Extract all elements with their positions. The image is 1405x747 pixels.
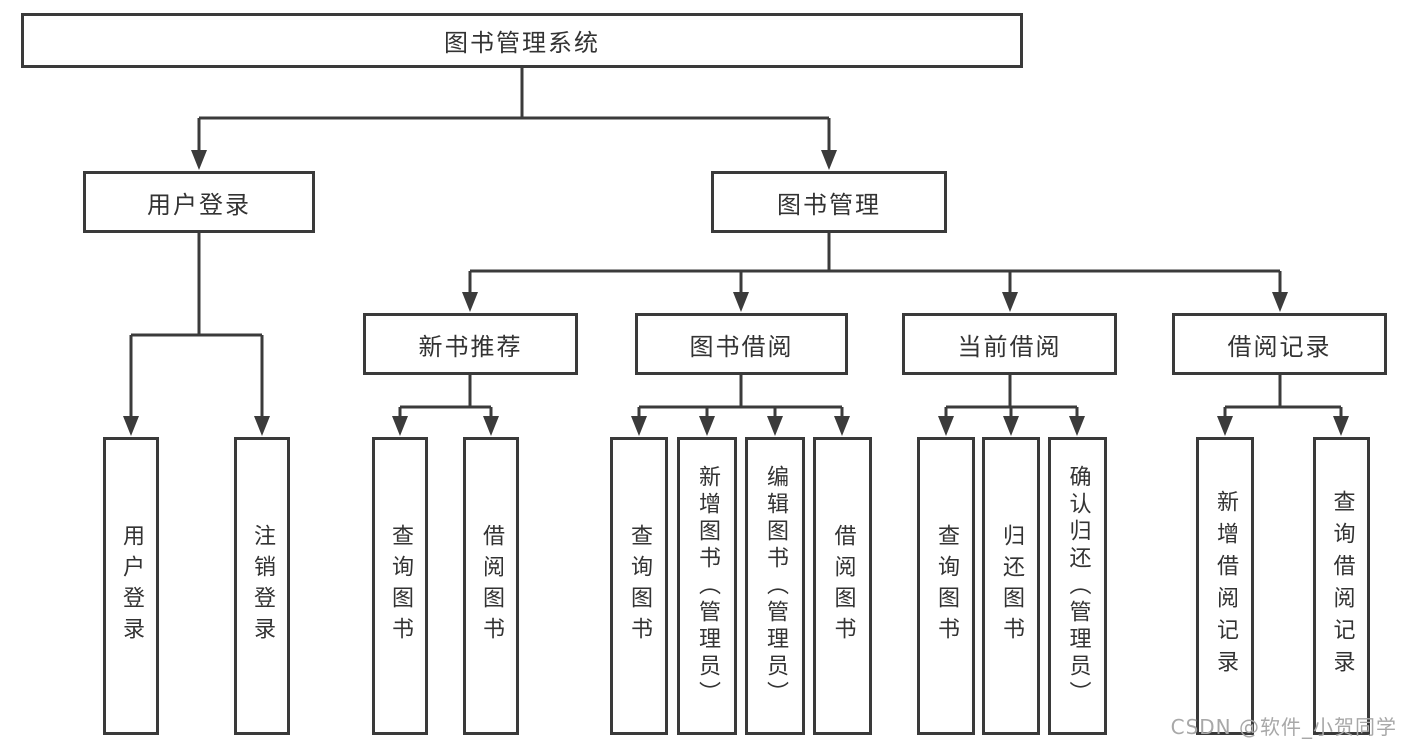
node-borrow-records: 借阅记录	[1172, 313, 1387, 375]
leaf-label: 注销登录	[250, 524, 275, 648]
node-label: 新书推荐	[418, 332, 523, 361]
leaf-borrow-books: 借阅图书	[463, 437, 519, 735]
leaf-query-books: 查询图书	[372, 437, 428, 735]
node-label: 图书管理	[777, 190, 881, 219]
node-label: 用户登录	[147, 190, 251, 219]
leaf-query-books: 查询图书	[610, 437, 668, 735]
leaf-label: 编辑图书（管理员）	[763, 464, 788, 708]
leaf-label: 查询图书	[627, 524, 652, 648]
leaf-label: 借阅图书	[830, 524, 856, 648]
leaf-confirm-return-admin: 确认归还（管理员）	[1048, 437, 1107, 735]
leaf-query-borrow-record: 查询借阅记录	[1313, 437, 1370, 735]
leaf-label: 新增借阅记录	[1213, 490, 1238, 682]
node-system-root: 图书管理系统	[21, 13, 1023, 68]
node-current-borrow: 当前借阅	[902, 313, 1117, 375]
node-book-management: 图书管理	[711, 171, 947, 233]
node-book-borrow: 图书借阅	[635, 313, 848, 375]
leaf-logout: 注销登录	[234, 437, 290, 735]
csdn-watermark: CSDN @软件_小贺同学	[1170, 715, 1397, 739]
leaf-return-books: 归还图书	[982, 437, 1040, 735]
leaf-label: 查询借阅记录	[1329, 490, 1355, 682]
node-label: 图书借阅	[689, 332, 794, 361]
node-label: 借阅记录	[1227, 332, 1332, 361]
leaf-label: 新增图书（管理员）	[695, 464, 720, 708]
leaf-user-login: 用户登录	[103, 437, 159, 735]
node-label: 当前借阅	[957, 332, 1062, 361]
leaf-label: 查询图书	[388, 524, 413, 648]
leaf-label: 查询图书	[934, 524, 959, 648]
leaf-label: 归还图书	[999, 524, 1024, 648]
leaf-borrow-books: 借阅图书	[813, 437, 872, 735]
leaf-add-borrow-record: 新增借阅记录	[1196, 437, 1254, 735]
node-label: 图书管理系统	[444, 29, 600, 57]
leaf-query-books: 查询图书	[917, 437, 975, 735]
leaf-label: 确认归还（管理员）	[1065, 464, 1091, 708]
leaf-label: 借阅图书	[479, 524, 504, 648]
node-new-book-recommend: 新书推荐	[363, 313, 578, 375]
node-user-login: 用户登录	[83, 171, 315, 233]
leaf-edit-books-admin: 编辑图书（管理员）	[745, 437, 805, 735]
leaf-label: 用户登录	[119, 524, 144, 648]
leaf-add-books-admin: 新增图书（管理员）	[677, 437, 737, 735]
